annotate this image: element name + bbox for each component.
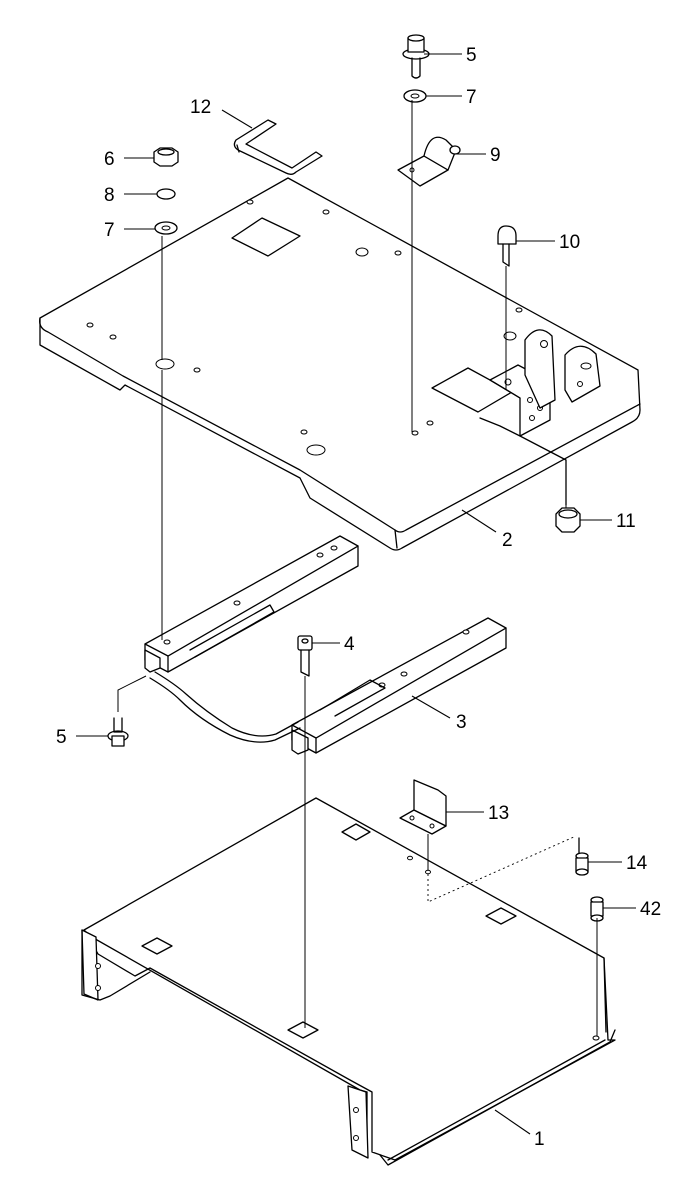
- callout-3: 3: [456, 712, 467, 733]
- left-slide-rail: [144, 535, 359, 673]
- washer-left-hole: [161, 225, 171, 231]
- callout-9: 9: [490, 145, 501, 166]
- callout-13: 13: [488, 803, 509, 824]
- bolt-14: [575, 837, 589, 876]
- callout-7-top: 7: [466, 87, 477, 108]
- callout-14: 14: [626, 853, 648, 874]
- callout-6: 6: [104, 149, 115, 170]
- u-bracket: [233, 119, 323, 175]
- seat-plate: [39, 177, 641, 551]
- bolt-top: [402, 34, 430, 79]
- bolt-5-bottom: [107, 717, 129, 747]
- nut-11: [555, 507, 581, 533]
- bolt-4: [297, 635, 313, 677]
- callout-5-top: 5: [466, 45, 477, 66]
- callout-4: 4: [344, 634, 355, 655]
- base-frame: [81, 797, 616, 1166]
- callout-11: 11: [616, 511, 636, 532]
- callout-42: 42: [640, 899, 661, 920]
- callout-10: 10: [559, 232, 580, 253]
- callout-12: 12: [190, 97, 211, 118]
- connecting-rod: [149, 671, 301, 743]
- bolt-10: [497, 225, 517, 267]
- leader-lines: [76, 53, 636, 1135]
- nut-6: [153, 147, 179, 167]
- callout-5-bottom: 5: [56, 727, 67, 748]
- callout-2: 2: [502, 530, 513, 551]
- washer-top-hole: [410, 93, 420, 99]
- callout-1: 1: [534, 1129, 545, 1150]
- hinge-bracket: [397, 136, 461, 187]
- right-slide-rail: [291, 617, 507, 755]
- callout-labels: 5 7 12 9 6 8 7 10 11 2 4 5 3 13 14 42 1: [56, 45, 661, 1150]
- assembly-lines: [117, 100, 598, 1036]
- bracket-13: [399, 779, 447, 835]
- bolt-42: [590, 896, 604, 922]
- callout-8: 8: [104, 185, 115, 206]
- lock-washer: [156, 188, 176, 200]
- callout-7-left: 7: [104, 220, 115, 241]
